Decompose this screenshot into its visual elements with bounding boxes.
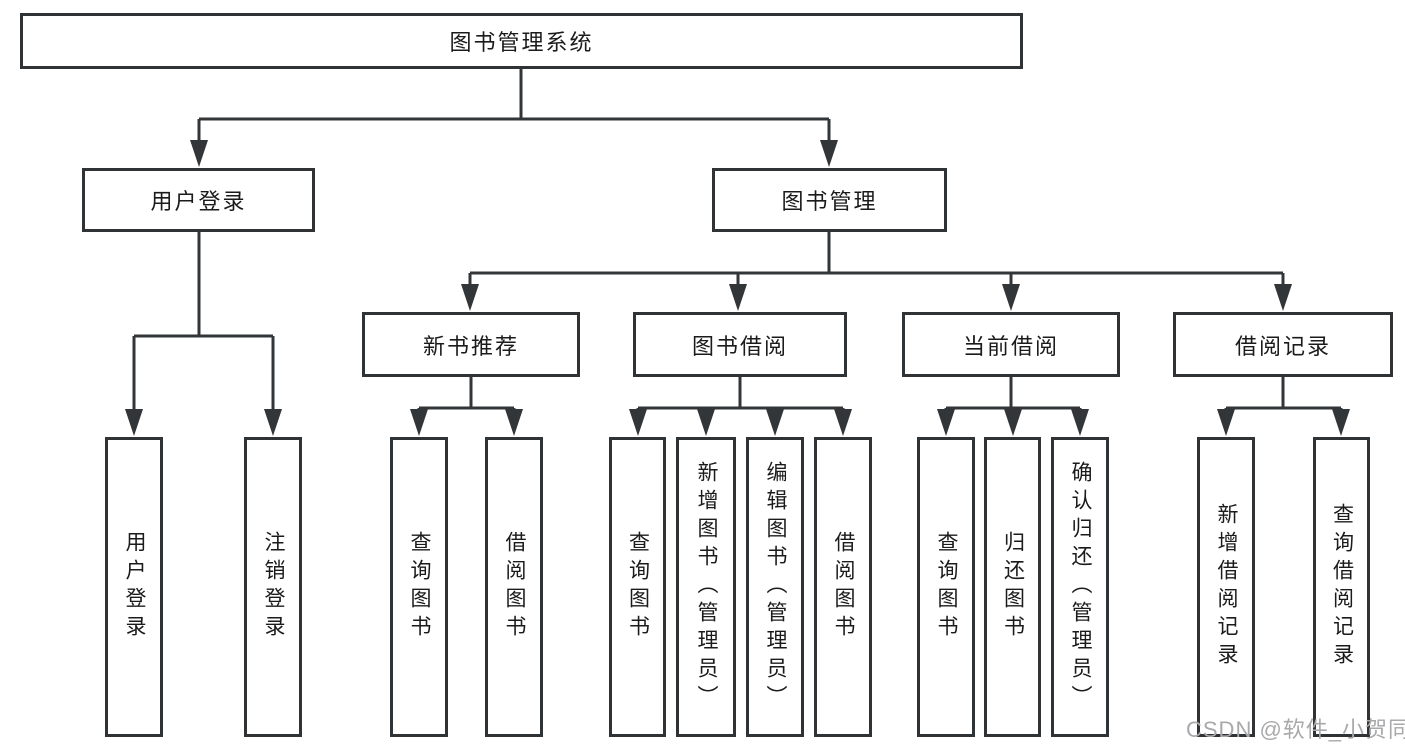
- node-book-management: 图书管理: [712, 168, 947, 232]
- leaf-label: 借阅图书: [503, 531, 526, 643]
- leaf-label: 归还图书: [1001, 531, 1025, 643]
- node-current-borrow: 当前借阅: [902, 312, 1120, 377]
- leaf-label: 新增图书（管理员）: [695, 461, 718, 713]
- node-new-book-recommend: 新书推荐: [362, 312, 580, 377]
- leaf-label: 查询图书: [626, 531, 650, 643]
- node-leaf-query-books-current: 查询图书: [917, 437, 975, 737]
- node-leaf-edit-books-admin: 编辑图书（管理员）: [746, 437, 804, 737]
- leaf-label: 用户登录: [123, 531, 146, 643]
- connector-borrow-records-to-leaves: [1217, 377, 1350, 436]
- node-leaf-logout: 注销登录: [244, 437, 302, 737]
- connector-user-login-to-leaves: [125, 232, 282, 436]
- node-leaf-query-books-borrow: 查询图书: [609, 437, 666, 737]
- leaf-label: 确认归还（管理员）: [1069, 461, 1092, 713]
- leaf-label: 查询图书: [408, 531, 431, 643]
- node-leaf-user-login: 用户登录: [105, 437, 163, 737]
- connector-new-book-recommend-to-leaves: [410, 377, 523, 436]
- connector-book-borrow-to-leaves: [629, 377, 852, 436]
- node-book-borrow: 图书借阅: [633, 312, 847, 377]
- node-leaf-query-borrow-record: 查询借阅记录: [1313, 437, 1370, 737]
- node-user-login: 用户登录: [82, 168, 315, 232]
- connector-book-management-to-level3: [461, 232, 1292, 311]
- node-leaf-add-books-admin: 新增图书（管理员）: [676, 437, 736, 737]
- leaf-label: 编辑图书（管理员）: [764, 461, 787, 713]
- csdn-watermark: CSDN @软件_小贺同学: [1186, 717, 1405, 742]
- node-leaf-return-books: 归还图书: [984, 437, 1041, 737]
- node-leaf-query-books-recommend: 查询图书: [390, 437, 448, 737]
- node-leaf-borrow-books: 借阅图书: [814, 437, 872, 737]
- node-leaf-borrow-books-recommend: 借阅图书: [485, 437, 543, 737]
- leaf-label: 新增借阅记录: [1215, 503, 1238, 671]
- node-leaf-add-borrow-record: 新增借阅记录: [1197, 437, 1255, 737]
- leaf-label: 查询借阅记录: [1330, 503, 1354, 671]
- node-borrow-records: 借阅记录: [1173, 312, 1393, 377]
- leaf-label: 查询图书: [935, 531, 958, 643]
- connector-current-borrow-to-leaves: [937, 377, 1089, 436]
- node-leaf-confirm-return-admin: 确认归还（管理员）: [1051, 437, 1109, 737]
- node-root-system: 图书管理系统: [20, 13, 1023, 69]
- leaf-label: 注销登录: [262, 531, 285, 643]
- connector-root-to-level2: [190, 68, 838, 167]
- leaf-label: 借阅图书: [832, 531, 855, 643]
